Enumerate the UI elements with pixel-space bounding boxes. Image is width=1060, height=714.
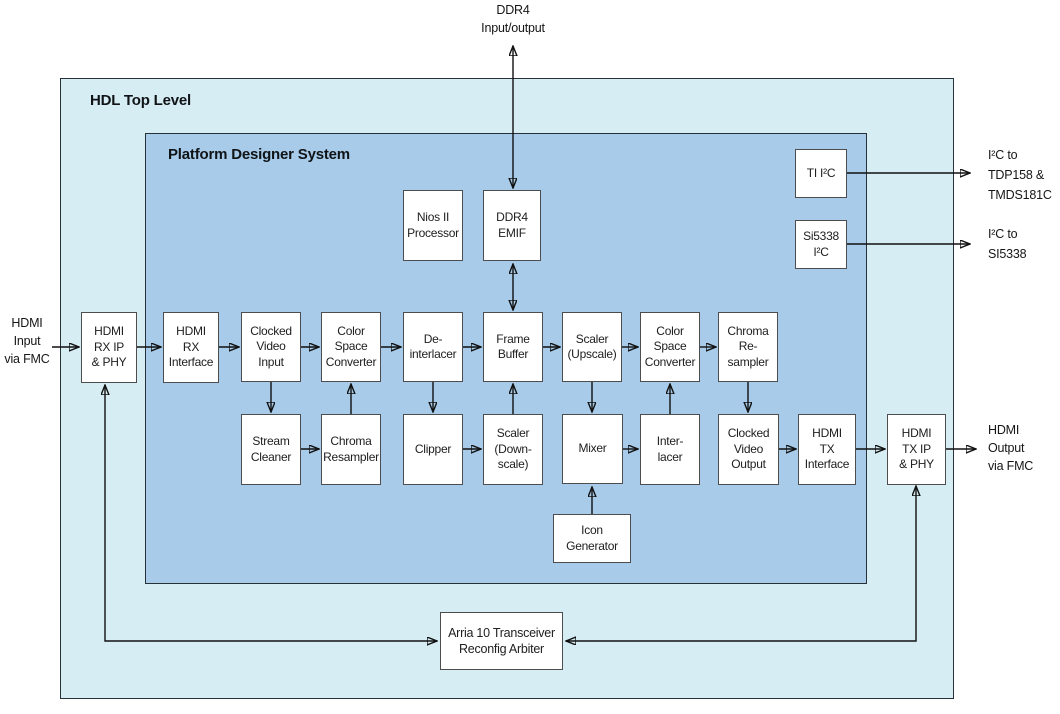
block-chroma-re-sampler: Chroma Re- sampler [718,312,778,382]
block-color-space-converter-tx: Color Space Converter [640,312,700,382]
block-hdmi-tx-interface: HDMI TX Interface [798,414,856,485]
block-frame-buffer: Frame Buffer [483,312,543,382]
block-chroma-resampler: Chroma Resampler [321,414,381,485]
block-hdmi-rx-interface: HDMI RX Interface [163,312,219,383]
label-ddr4-input-output: DDR4 Input/output [481,3,545,35]
label-hdmi-output-via-fmc: HDMI Output via FMC [988,423,1034,473]
block-mixer: Mixer [562,414,623,484]
block-stream-cleaner: Stream Cleaner [241,414,301,485]
block-scaler-downscale: Scaler (Down- scale) [483,414,543,485]
block-arria10-reconfig-arbiter: Arria 10 Transceiver Reconfig Arbiter [440,612,563,670]
label-hdmi-input-via-fmc: HDMI Input via FMC [4,316,50,366]
block-ddr4-emif: DDR4 EMIF [483,190,541,261]
block-clocked-video-input: Clocked Video Input [241,312,301,382]
block-clipper: Clipper [403,414,463,485]
platform-designer-title: Platform Designer System [168,146,350,163]
block-scaler-upscale: Scaler (Upscale) [562,312,622,382]
block-clocked-video-output: Clocked Video Output [718,414,779,485]
label-i2c-to-si5338: I²C to SI5338 [988,227,1027,261]
block-hdmi-tx-ip-phy: HDMI TX IP & PHY [887,414,946,485]
block-si5338-i2c: Si5338 I²C [795,220,847,269]
label-i2c-to-tdp158-tmds181c: I²C to TDP158 & TMDS181C [988,148,1052,202]
block-icon-generator: Icon Generator [553,514,631,563]
block-de-interlacer: De- interlacer [403,312,463,382]
hdl-top-level-title: HDL Top Level [90,92,192,109]
block-hdmi-rx-ip-phy: HDMI RX IP & PHY [81,312,137,383]
block-ti-i2c: TI I²C [795,149,847,198]
block-color-space-converter-rx: Color Space Converter [321,312,381,382]
block-inter-lacer: Inter- lacer [640,414,700,485]
block-nios-ii-processor: Nios II Processor [403,190,463,261]
